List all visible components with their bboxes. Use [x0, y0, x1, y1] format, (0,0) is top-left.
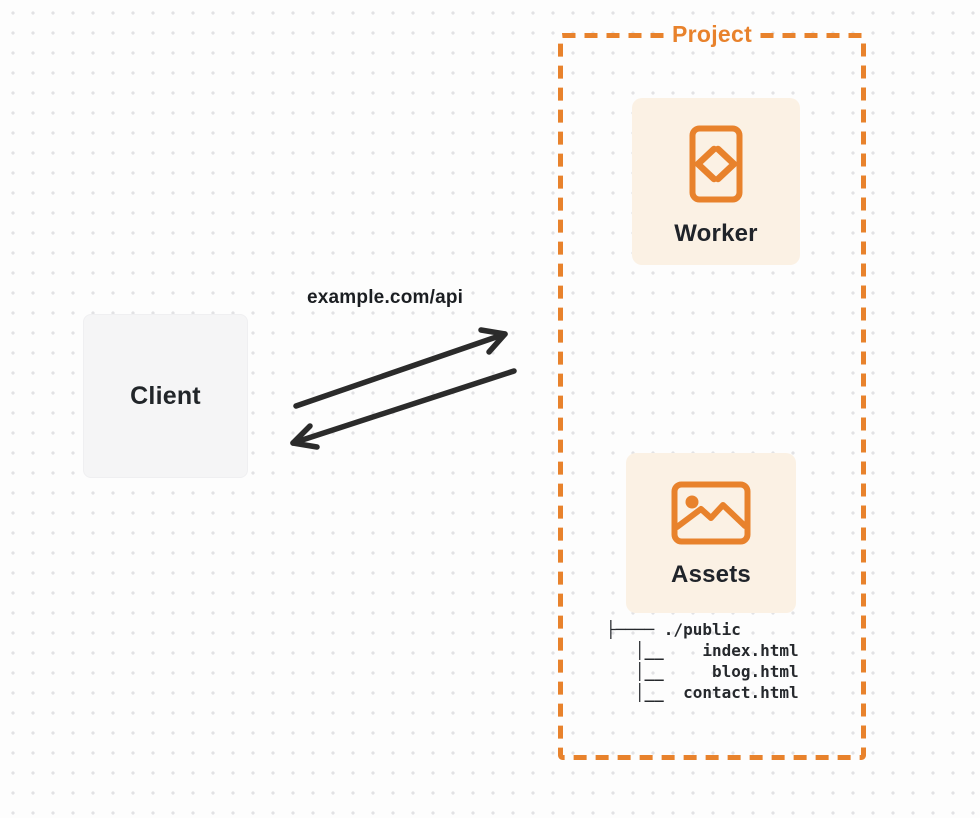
tree-line-contact: │__ contact.html	[606, 683, 799, 702]
request-arrow	[293, 327, 508, 409]
worker-label: Worker	[674, 220, 758, 247]
project-label: Project	[664, 21, 760, 48]
code-file-icon	[689, 125, 743, 203]
request-url-label: example.com/api	[307, 287, 464, 308]
client-label: Client	[130, 381, 201, 410]
assets-node: Assets	[626, 453, 796, 613]
project-boundary-border	[558, 33, 866, 760]
tree-line-blog: │__ blog.html	[606, 662, 799, 681]
assets-file-tree: ├──── ./public │__ index.html │__ blog.h…	[606, 619, 799, 703]
response-arrow	[290, 368, 517, 450]
client-node: Client	[83, 314, 248, 478]
tree-line-index: │__ index.html	[606, 641, 799, 660]
image-icon	[671, 481, 751, 545]
worker-node: Worker	[632, 98, 800, 265]
tree-line-root: ├──── ./public	[606, 620, 741, 639]
assets-label: Assets	[671, 561, 751, 588]
